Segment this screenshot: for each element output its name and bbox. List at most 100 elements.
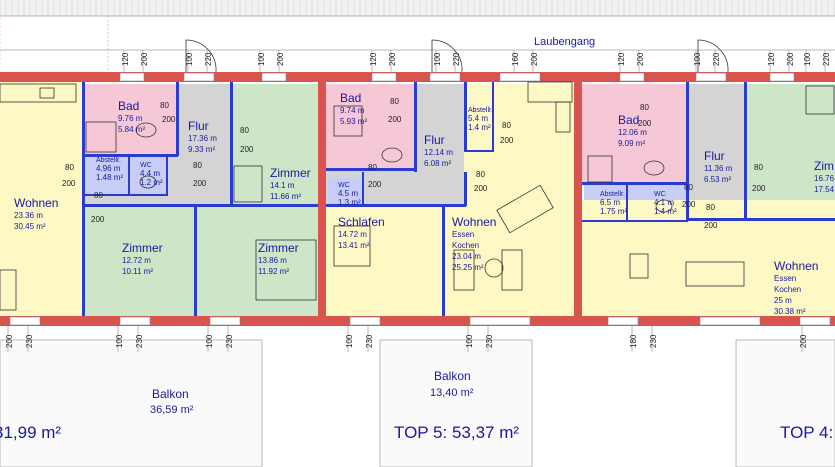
door-size-label: 80 (684, 183, 693, 192)
door-dim-bottom: 100 (465, 334, 474, 348)
room-name: Zimmer (258, 241, 299, 255)
room-name: Flur (188, 119, 209, 133)
door-dim-top: 100 (185, 52, 194, 66)
door-size-label: 80 (193, 161, 202, 170)
room-measure: 6.5 m (600, 198, 620, 207)
door-dim-bottom: 180 (629, 334, 638, 348)
door-dim-top: 120 (617, 52, 626, 66)
room-name: Bad (340, 91, 361, 105)
door-size-label: 80 (640, 103, 649, 112)
door-dim-bottom: 200 (799, 334, 808, 348)
room-name: Zim (814, 159, 834, 173)
room-wc-2 (328, 178, 362, 204)
roof-hatch (0, 0, 835, 16)
entrance-doors (185, 39, 729, 73)
room-name: Wohnen (14, 196, 58, 210)
room-zimmer-1a (232, 84, 318, 204)
room-label-wc-2: WC4.5 m1.3 m² (338, 182, 361, 207)
door-dim-top: 100 (257, 52, 266, 66)
room-name: Bad (618, 113, 639, 127)
room-measure: 1.3 m² (338, 198, 361, 207)
room-name: Schlafen (338, 215, 385, 229)
door-dim-top: 100 (803, 52, 812, 66)
balkon-1-area: 36,59 m² (150, 404, 194, 416)
room-zimmer-1b (84, 206, 194, 316)
door-size-label: 80 (65, 163, 74, 172)
door-dim-bottom: 230 (485, 334, 494, 348)
room-label-abstell-2: Abstellr.5.4 m1.4 m² (468, 107, 493, 132)
door-dim-bottom: 230 (25, 334, 34, 348)
north-wall (0, 72, 835, 82)
room-measure: 14.1 m (270, 181, 295, 190)
door-dim-bottom: 100 (205, 334, 214, 348)
door-size-label: 200 (162, 115, 176, 124)
door-size-label: 200 (193, 179, 207, 188)
room-label-wc-1: WC4.4 m1.2 m² (140, 162, 163, 187)
room-measure: 10.11 m² (122, 267, 153, 276)
room-measure: 13.86 m (258, 256, 287, 265)
door-size-label: 80 (706, 203, 715, 212)
room-measure: Essen (452, 230, 474, 239)
roof-strip (0, 0, 835, 16)
door-dim-bottom: 230 (135, 334, 144, 348)
room-measure: 1.75 m² (600, 207, 627, 216)
door-dim-top: 120 (121, 52, 130, 66)
door-dim-bottom: 230 (649, 334, 658, 348)
door-dim-top: 160 (511, 52, 520, 66)
door-dim-top: 200 (636, 52, 645, 66)
room-measure: 12.72 m (122, 256, 151, 265)
room-measure: 12.06 m (618, 128, 647, 137)
door-size-label: 80 (754, 163, 763, 172)
top-left-total: 31,99 m² (0, 423, 61, 442)
balkon-2-name: Balkon (434, 369, 471, 383)
door-size-label: 80 (476, 170, 485, 179)
top-4-total: TOP 4: (780, 423, 833, 442)
room-wohnen-1 (0, 82, 82, 316)
room-measure: 4.1 m (654, 198, 674, 207)
corridor-label: Laubengang (534, 36, 595, 48)
balkon-1-name: Balkon (152, 387, 189, 401)
door-dim-top: 200 (388, 52, 397, 66)
furniture (0, 81, 835, 311)
room-measure: 5.4 m (468, 114, 488, 123)
room-measure: Kochen (774, 285, 801, 294)
door-size-label: 80 (368, 163, 377, 172)
wall-dimensions: 8020080200802008020080200802008020080200… (62, 97, 766, 230)
door-size-label: 80 (160, 101, 169, 110)
door-dim-bottom: 230 (365, 334, 374, 348)
door-dim-top: 200 (530, 52, 539, 66)
door-dim-top: 120 (369, 52, 378, 66)
room-name: Abstellr. (468, 107, 493, 114)
door-dim-top: 100 (433, 52, 442, 66)
room-name: Abstellr. (96, 157, 121, 164)
door-size-label: 200 (368, 180, 382, 189)
room-name: Wohnen (774, 259, 818, 273)
room-measure: 4.4 m (140, 169, 160, 178)
room-measure: 30.45 m² (14, 222, 46, 231)
room-measure: 4.5 m (338, 189, 358, 198)
room-measure: 23.04 m (452, 252, 481, 261)
room-measure: 9.33 m² (188, 145, 215, 154)
room-name: Wohnen (452, 215, 496, 229)
room-label-abstell-1: Abstellr.4.96 m1.48 m² (96, 157, 123, 182)
balcony-outlines (0, 339, 835, 467)
unit-totals: 31,99 m² TOP 5: 53,37 m² TOP 4: (0, 423, 833, 442)
room-name: Zimmer (122, 241, 163, 255)
door-size-label: 200 (240, 145, 254, 154)
door-dim-top: 220 (204, 52, 213, 66)
door-size-label: 200 (752, 184, 766, 193)
room-measure: 6.08 m² (424, 159, 451, 168)
room-measure: 25.25 m² (452, 263, 484, 272)
inner-walls (82, 82, 835, 316)
balcony-labels: Balkon 36,59 m² Balkon 13,40 m² (150, 369, 474, 416)
room-name: Abstellr. (600, 191, 625, 198)
